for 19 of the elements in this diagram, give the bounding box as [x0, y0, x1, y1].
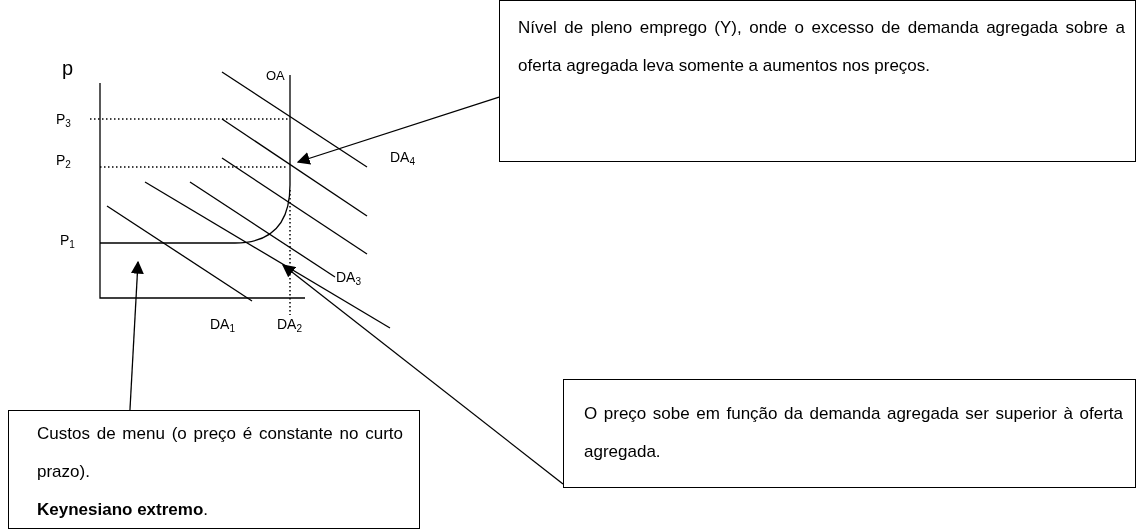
- curve-label: OA: [266, 69, 285, 82]
- description-box: [499, 0, 1136, 162]
- description-text: O preço sobe em função da demanda agregada ser superior à oferta agregada.: [584, 403, 1123, 463]
- description-box: [8, 410, 420, 529]
- curve-label: DA$_{3}$: [336, 270, 361, 284]
- leader-line: [296, 96, 500, 165]
- curve-label: DA$_{2}$: [277, 317, 302, 331]
- price-label: P$_{3}$: [56, 112, 71, 126]
- description-box: [563, 379, 1136, 488]
- description-text: Nível de pleno emprego (Y), onde o excesso de demanda agregada sobre a oferta agregada leva somente a aumentos nos preços.: [518, 17, 1125, 77]
- description-text: Keynesiano extremo.: [37, 499, 210, 521]
- leader-line: [129, 260, 144, 411]
- description-text: Custos de menu (o preço é constante no curto prazo).: [37, 423, 403, 483]
- axis-label: p: [62, 58, 74, 78]
- curve-label: DA$_{1}$: [210, 317, 235, 331]
- curve-label: DA$_{4}$: [390, 150, 415, 164]
- leader-line: [282, 264, 564, 485]
- price-label: P$_{1}$: [60, 233, 75, 247]
- price-label: P$_{2}$: [56, 153, 71, 167]
